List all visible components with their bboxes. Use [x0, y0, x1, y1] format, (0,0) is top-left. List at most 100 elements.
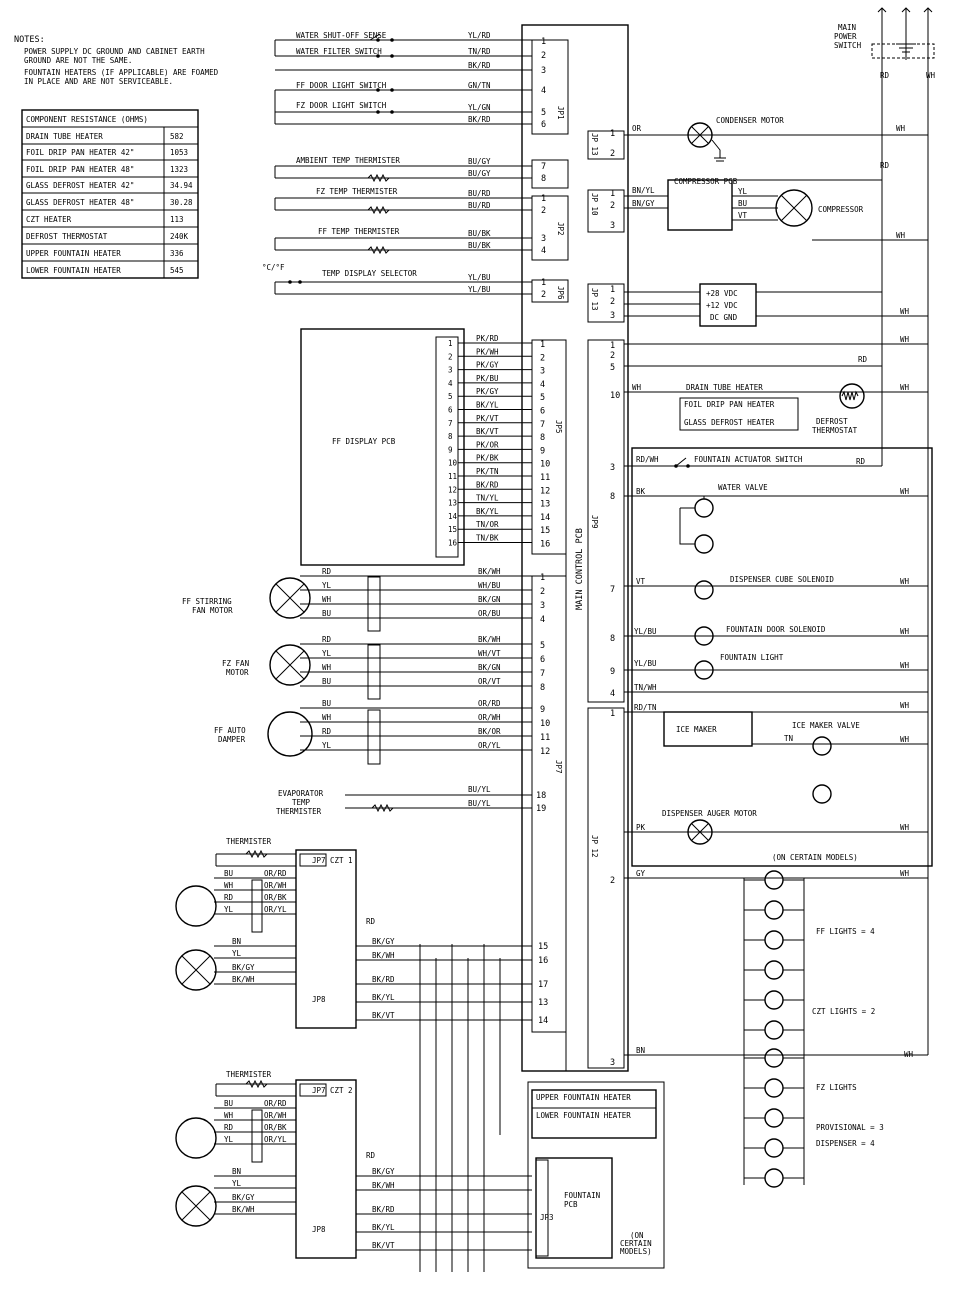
fountain-pcb-label: PCB [564, 1200, 578, 1209]
pin-number: 7 [448, 419, 453, 428]
table-header: COMPONENT RESISTANCE (OHMS) [26, 115, 148, 124]
wire-color: WH [900, 661, 910, 670]
input-label: FZ TEMP THERMISTER [316, 187, 398, 196]
wire-color: BK/YL [476, 507, 499, 516]
wire-color: OR [632, 124, 642, 133]
motor-label: FAN MOTOR [192, 606, 233, 615]
on-certain-models: (ON CERTAIN MODELS) [772, 853, 858, 862]
pin-number: 14 [538, 1016, 548, 1026]
pin-number: 2 [541, 290, 546, 300]
pin-number: 2 [610, 876, 615, 886]
motor-label: FZ FAN [222, 659, 249, 668]
power-label: POWER [834, 32, 857, 41]
motor-label: FF STIRRING [182, 597, 232, 606]
pin-number: 1 [541, 194, 546, 204]
jp2-label: JP2 [556, 222, 565, 236]
pin-number: 8 [540, 683, 545, 693]
input-label: TEMP DISPLAY SELECTOR [322, 269, 417, 278]
wire-color: OR/YL [478, 741, 501, 750]
pin-number: 5 [540, 393, 545, 403]
wire-color: PK/RD [476, 334, 499, 343]
wire-color: BK/GY [372, 1167, 395, 1176]
input-label: WATER SHUT-OFF SENSE [296, 31, 387, 40]
fz-lights-label: FZ LIGHTS [816, 1083, 857, 1092]
wire-color: PK/OR [476, 440, 499, 449]
input-label: FZ DOOR LIGHT SWITCH [296, 101, 387, 110]
wire-color: WH [900, 487, 910, 496]
pin-number: 2 [610, 297, 615, 307]
evap-label: EVAPORATOR [278, 789, 324, 798]
table-cell-value: 1053 [170, 148, 188, 157]
wire-color: RD [366, 917, 376, 926]
jp9-label: JP9 [590, 515, 599, 529]
table-cell-name: DEFROST THERMOSTAT [26, 232, 108, 241]
wire-color: GN/TN [468, 81, 491, 90]
wire-color: PK/BU [476, 374, 499, 383]
pin-number: 6 [540, 655, 545, 665]
pin-number: 1 [610, 341, 615, 351]
wire-color: WH [900, 823, 910, 832]
pin-number: 2 [540, 353, 545, 363]
wire-color: TN/OR [476, 520, 499, 529]
pin-number: 10 [610, 391, 620, 401]
wire-color: OR/BU [478, 609, 501, 618]
wire-color: BK/WH [478, 567, 501, 576]
wire-color: YL [232, 949, 242, 958]
pin-number: 2 [610, 201, 615, 211]
jp7-label: JP7 [554, 760, 563, 774]
fountain-on: CERTAIN [620, 1239, 652, 1248]
pin-number: 3 [448, 366, 453, 375]
wire-color: TN/WH [634, 683, 657, 692]
heater-label: GLASS DEFROST HEATER [684, 418, 775, 427]
heater-label: DRAIN TUBE HEATER [686, 383, 763, 392]
fountain-on: (ON [630, 1231, 644, 1240]
provisional-label: PROVISIONAL = 3 [816, 1123, 884, 1132]
wire-color: BK/WH [478, 635, 501, 644]
evap-label: TEMP [292, 798, 311, 807]
table-cell-name: DRAIN TUBE HEATER [26, 132, 103, 141]
table-cell-name: UPPER FOUNTAIN HEATER [26, 249, 121, 258]
wire-color: RD/WH [636, 455, 659, 464]
pin-number: 10 [540, 460, 550, 470]
wire-color: RD [322, 727, 332, 736]
light-bulb-icon [764, 930, 784, 950]
pin-number: 3 [540, 367, 545, 377]
wire-color: BK/VT [372, 1011, 395, 1020]
light-bulb-icon [764, 1108, 784, 1128]
wire-color: WH [322, 595, 332, 604]
pin-number: 15 [538, 942, 548, 952]
cf-label: °C/°F [262, 263, 285, 272]
pin-number: 6 [540, 407, 545, 417]
fountain-pcb-label: FOUNTAIN [564, 1191, 600, 1200]
wire-color: OR/BK [264, 893, 287, 902]
wire-color: BK/YL [476, 401, 499, 410]
czt1-jp7: JP7 [312, 856, 326, 865]
wire-color: OR/WH [264, 881, 287, 890]
wire-color: RD [880, 161, 890, 170]
wire-color: YL [322, 649, 332, 658]
light-bulb-icon [764, 1048, 784, 1068]
table-cell-value: 30.28 [170, 198, 193, 207]
wire-color: PK [636, 823, 646, 832]
light-bulb-icon [764, 900, 784, 920]
pin-number: 2 [610, 149, 615, 159]
wire-color: BN [232, 937, 241, 946]
fountain-jp3: JP3 [540, 1213, 554, 1222]
pin-number: 9 [610, 667, 615, 677]
wire-color: OR/YL [264, 1135, 287, 1144]
wire-color: BK [636, 487, 646, 496]
display-title: FF DISPLAY PCB [332, 437, 396, 446]
pin-number: 2 [541, 51, 546, 61]
wire-color: OR/WH [264, 1111, 287, 1120]
wire-color: BU/YL [468, 785, 491, 794]
evap-label: THERMISTER [276, 807, 322, 816]
wire-color: BK/RD [468, 61, 491, 70]
door-solenoid-label: FOUNTAIN DOOR SOLENOID [726, 625, 826, 634]
pin-number: 3 [541, 234, 546, 244]
wire-color: BK/WH [232, 975, 255, 984]
pin-number: 12 [540, 747, 550, 757]
left-inputs: WATER SHUT-OFF SENSE WATER FILTER SWITCH… [262, 31, 532, 295]
wire-color: YL/BU [468, 273, 491, 282]
